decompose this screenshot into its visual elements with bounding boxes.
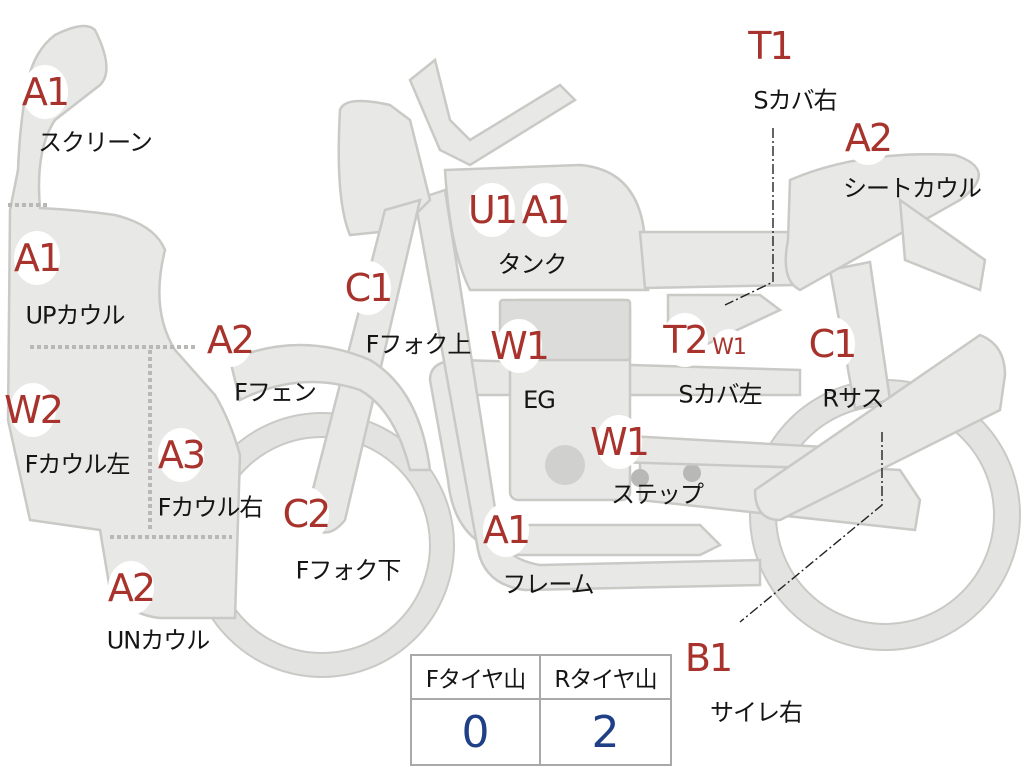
- tank-label: タンク: [497, 250, 568, 279]
- seat-cowl-shape: [784, 153, 981, 292]
- tank-code-1: U1: [468, 183, 518, 237]
- engine-code: W1: [490, 319, 550, 373]
- f-fender-code: A2: [207, 313, 255, 367]
- muffler-r-code: B1: [685, 631, 733, 685]
- un-cowl-label: UNカウル: [106, 626, 211, 655]
- headlight-shape: [337, 99, 432, 237]
- f-fork-up-code: C1: [345, 261, 393, 315]
- s-cover-l-label: Sカバ左: [678, 380, 762, 409]
- rear-tire-header: Rタイヤ山: [541, 656, 670, 700]
- step-code: W1: [590, 415, 650, 469]
- engine-label: EG: [523, 386, 556, 414]
- f-cowl-l-code: W2: [4, 383, 64, 437]
- r-sus-label: Rサス: [822, 384, 884, 413]
- rear-fender-shape: [898, 197, 987, 292]
- tire-tread-table: Fタイヤ山 Rタイヤ山 0 2: [410, 654, 672, 766]
- seat-cowl-label: シートカウル: [843, 174, 982, 203]
- handlebar-shape: [408, 57, 577, 167]
- f-cowl-r-code: A3: [158, 428, 206, 482]
- front-tire-value: 0: [412, 700, 541, 764]
- seat-shape: [638, 230, 797, 290]
- front-fender-shape: [228, 343, 432, 472]
- rear-tire-value: 2: [591, 706, 620, 758]
- tank-code-2: A1: [522, 183, 570, 237]
- frame-code: A1: [483, 503, 531, 557]
- seat-cowl-code: A2: [845, 111, 893, 165]
- up-cowl-code: A1: [14, 231, 62, 285]
- f-cowl-l-label: Fカウル左: [24, 450, 131, 479]
- up-cowl-label: UPカウル: [25, 301, 125, 330]
- f-cowl-r-label: Fカウル右: [157, 493, 264, 522]
- muffler-shape: [753, 333, 1007, 522]
- s-cover-l-code: T2: [662, 313, 709, 367]
- front-tire-header: Fタイヤ山: [412, 656, 541, 700]
- muffler-r-label: サイレ右: [710, 698, 803, 727]
- s-cover-r-leader: [724, 128, 774, 306]
- screen-code: A1: [22, 65, 70, 119]
- f-fork-up-label: Fフォク上: [365, 330, 472, 359]
- f-fender-label: Fフェン: [234, 378, 317, 407]
- screen-label: スクリーン: [38, 128, 153, 157]
- step-label: ステップ: [611, 480, 704, 509]
- f-fork-low-label: Fフォク下: [295, 556, 402, 585]
- f-fork-low-code: C2: [283, 487, 331, 541]
- frame-label: フレーム: [502, 570, 594, 599]
- r-sus-code: C1: [809, 317, 857, 371]
- s-cover-l-code-2: W1: [712, 329, 747, 365]
- un-cowl-code: A2: [108, 561, 156, 615]
- s-cover-r-code: T1: [747, 19, 794, 73]
- r-sus-leader: [739, 432, 883, 623]
- s-cover-r-label: Sカバ右: [753, 86, 837, 115]
